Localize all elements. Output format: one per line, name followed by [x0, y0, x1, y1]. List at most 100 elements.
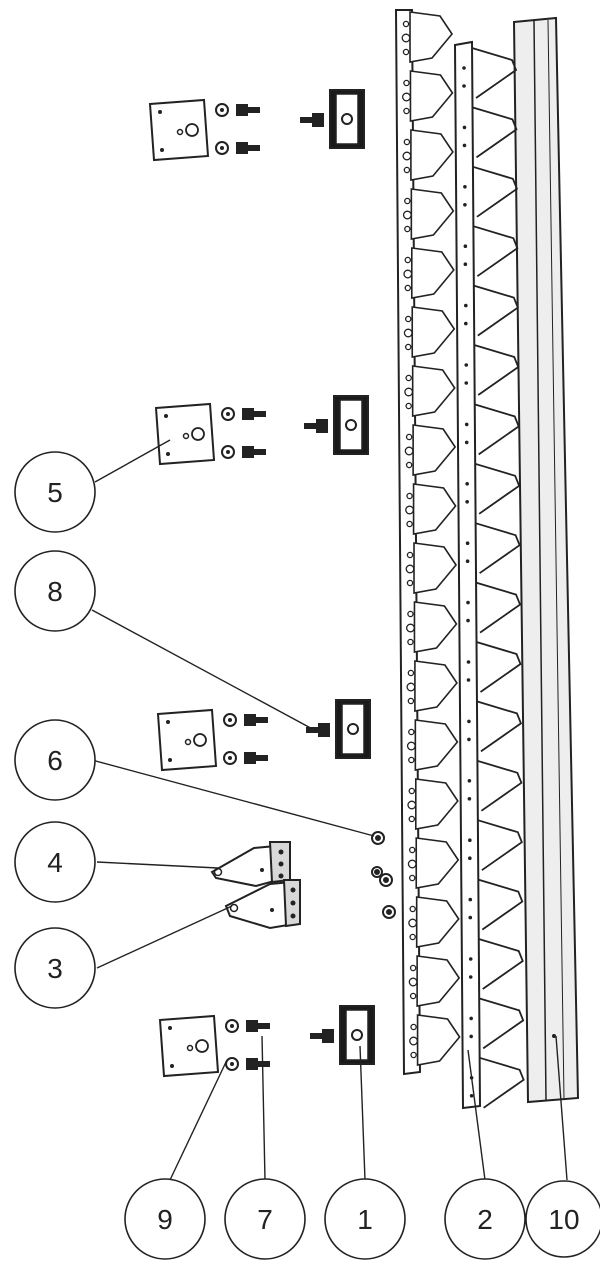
- knife-section: [409, 70, 454, 122]
- knife-section: [410, 129, 454, 181]
- knife-hole: [406, 682, 416, 692]
- knife-section-bar: [394, 9, 461, 1076]
- callout-7-label: 7: [257, 1204, 273, 1235]
- bolt-shank: [310, 1033, 322, 1039]
- guard-hole: [469, 1034, 473, 1039]
- bolt-head: [244, 714, 256, 726]
- guard-hole: [465, 541, 470, 545]
- bolt-head: [244, 752, 256, 764]
- knife-hole: [408, 918, 418, 928]
- mounting-group: [154, 395, 369, 466]
- plate-hole: [158, 110, 162, 114]
- clip-block-face: [345, 1009, 369, 1061]
- guard-hole: [463, 262, 468, 267]
- knife-hole: [406, 623, 415, 633]
- clip-block-face: [339, 399, 363, 451]
- guard-hole: [465, 482, 469, 486]
- mounting-group: [156, 699, 371, 772]
- knife-hole: [409, 992, 417, 1000]
- bracket-part-4: [210, 841, 291, 888]
- knife-hole: [407, 638, 414, 646]
- plate-hole: [191, 427, 205, 441]
- guard-finger: [475, 522, 521, 574]
- plate-hole: [176, 128, 184, 136]
- guard-hole: [465, 500, 469, 504]
- knife-section: [416, 1014, 461, 1066]
- clip-block-hole: [351, 1029, 363, 1041]
- plate-hole: [193, 733, 207, 747]
- knife-hole: [409, 933, 416, 941]
- plate-hole: [182, 432, 190, 440]
- guard-bar-part-2: [453, 40, 525, 1110]
- knife-hole: [406, 579, 414, 587]
- knife-hole: [405, 461, 413, 469]
- bolt-head: [312, 113, 324, 127]
- clip-block-hole: [341, 113, 353, 125]
- callout-9: 9: [124, 1178, 206, 1260]
- knife-section: [411, 306, 456, 358]
- knife-hole: [404, 315, 412, 323]
- plate-hole: [184, 738, 192, 746]
- bolt-head: [322, 1029, 334, 1043]
- knife-hole: [402, 92, 411, 102]
- guard-hole: [462, 143, 467, 148]
- knife-hole: [406, 741, 416, 751]
- knife-hole: [403, 328, 413, 338]
- callout-1: 1: [324, 1178, 406, 1260]
- knife-section: [414, 719, 459, 771]
- bolt-head: [246, 1020, 258, 1032]
- knife-hole: [405, 505, 415, 515]
- guard-finger: [471, 47, 518, 99]
- guard-finger: [476, 641, 522, 693]
- washer-hole: [226, 450, 230, 454]
- clip-block-hole: [345, 419, 357, 431]
- plate-hole: [195, 1039, 209, 1053]
- guard-hole: [468, 856, 472, 860]
- leader-3: [96, 905, 233, 969]
- leader-8: [91, 609, 319, 733]
- knife-hole: [403, 138, 411, 146]
- knife-hole: [406, 492, 413, 500]
- washer-hole: [228, 756, 232, 760]
- knife-hole: [407, 610, 414, 618]
- guard-hole: [468, 975, 473, 979]
- callout-8: 8: [14, 550, 96, 632]
- bolt-shank: [258, 1061, 270, 1067]
- washer-hole: [228, 718, 232, 722]
- knife-section: [415, 896, 460, 948]
- knife-hole: [410, 1023, 417, 1031]
- guard-hole: [463, 185, 467, 189]
- knife-section: [414, 660, 458, 712]
- leader-1: [359, 1045, 366, 1181]
- knife-section: [413, 601, 458, 653]
- callout-8-label: 8: [47, 576, 63, 607]
- callout-6-label: 6: [47, 745, 63, 776]
- knife-hole: [401, 33, 411, 43]
- guard-hole: [468, 897, 473, 902]
- knife-section: [412, 424, 457, 476]
- plate-hole: [168, 758, 172, 762]
- knife-hole: [403, 79, 410, 87]
- guard-hole: [468, 957, 473, 961]
- plate-hole: [170, 1064, 174, 1068]
- knife-section: [415, 837, 460, 889]
- bolt-shank: [304, 423, 316, 429]
- guard-finger: [473, 225, 519, 277]
- knife-hole: [402, 48, 410, 56]
- callout-3-label: 3: [47, 953, 63, 984]
- guard-hole: [464, 303, 468, 308]
- knife-hole: [409, 964, 417, 972]
- bolt-shank: [256, 717, 268, 723]
- knife-hole: [405, 564, 415, 574]
- plate-hole: [166, 720, 170, 724]
- plate-hole: [186, 1044, 194, 1052]
- washer-hole: [230, 1062, 234, 1066]
- knife-hole: [403, 269, 413, 279]
- bolt-shank: [254, 411, 266, 417]
- knife-hole: [405, 374, 412, 382]
- guard-hole: [466, 660, 471, 664]
- guard-hole: [463, 244, 468, 248]
- guard-finger: [479, 1056, 525, 1109]
- knife-hole: [408, 977, 418, 987]
- bolt-head: [242, 446, 254, 458]
